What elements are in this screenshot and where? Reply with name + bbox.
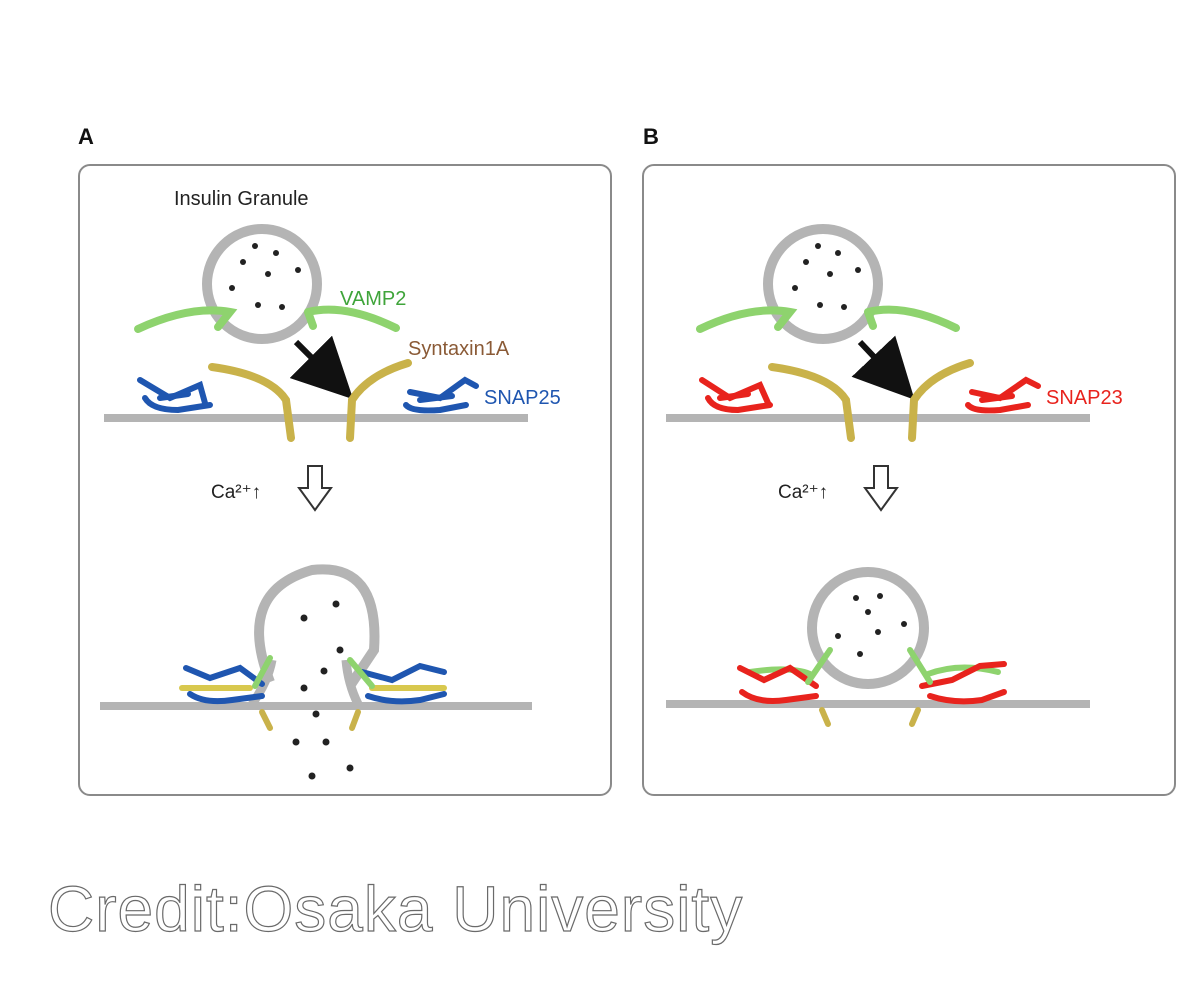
syntaxin-fused-right bbox=[349, 709, 361, 731]
vamp2-label: VAMP2 bbox=[340, 288, 406, 310]
snap25-left bbox=[137, 377, 213, 414]
vamp2-right bbox=[304, 305, 400, 332]
panel-b-frame bbox=[642, 164, 1176, 796]
transition-arrow bbox=[297, 465, 333, 512]
vamp2-left bbox=[696, 306, 798, 333]
snap25-label: SNAP25 bbox=[484, 387, 561, 409]
insulin-dots bbox=[792, 243, 861, 310]
fused-granule bbox=[254, 564, 380, 689]
calcium-label: Ca²⁺↑ bbox=[778, 482, 828, 503]
insulin-dots bbox=[229, 243, 301, 310]
calcium-label: Ca²⁺↑ bbox=[211, 482, 261, 503]
snap23-right bbox=[965, 376, 1041, 414]
plasma-membrane-fused bbox=[100, 702, 532, 710]
plasma-membrane bbox=[666, 414, 1090, 422]
panel-b-label: B bbox=[643, 124, 659, 149]
snare-complex-left bbox=[179, 655, 273, 705]
insulin-granule bbox=[763, 224, 883, 344]
insulin-dots-docked bbox=[835, 593, 907, 657]
docked-granule bbox=[807, 567, 929, 689]
released-insulin bbox=[292, 600, 354, 780]
panel-b-diagram: SNAP23 Ca²⁺↑ bbox=[666, 224, 1123, 727]
panel-a-diagram: Insulin Granule VAMP2 Syntaxin1A SNAP25 … bbox=[100, 188, 561, 780]
snap23-label: SNAP23 bbox=[1046, 387, 1123, 409]
docking-arrow bbox=[289, 335, 354, 400]
transition-arrow bbox=[863, 465, 899, 512]
snare-complex-right bbox=[907, 647, 1007, 705]
snap25-right bbox=[403, 376, 479, 414]
panel-a-label: A bbox=[78, 124, 94, 149]
vamp2-left bbox=[134, 306, 238, 333]
snare-complex-left bbox=[737, 647, 833, 704]
syntaxin1a-right bbox=[346, 359, 412, 442]
syntaxin1a-left bbox=[768, 363, 855, 442]
syntaxin-label: Syntaxin1A bbox=[408, 338, 510, 360]
plasma-membrane-docked bbox=[666, 700, 1090, 708]
docking-arrow bbox=[851, 335, 915, 400]
syntaxin1a-right bbox=[908, 359, 974, 442]
syntaxin1a-left bbox=[208, 363, 295, 442]
snare-complex-right bbox=[347, 657, 447, 705]
insulin-granule bbox=[202, 224, 322, 344]
granule-label: Insulin Granule bbox=[174, 188, 309, 210]
fusion-pore bbox=[248, 659, 363, 707]
panel-a-frame bbox=[78, 164, 612, 796]
plasma-membrane bbox=[104, 414, 528, 422]
syntaxin-fused-left bbox=[259, 709, 273, 731]
syntaxin-docked bbox=[819, 707, 921, 727]
credit-caption: Credit:Osaka University bbox=[47, 872, 744, 945]
snap23-left bbox=[699, 377, 773, 414]
vamp2-right bbox=[864, 305, 960, 332]
